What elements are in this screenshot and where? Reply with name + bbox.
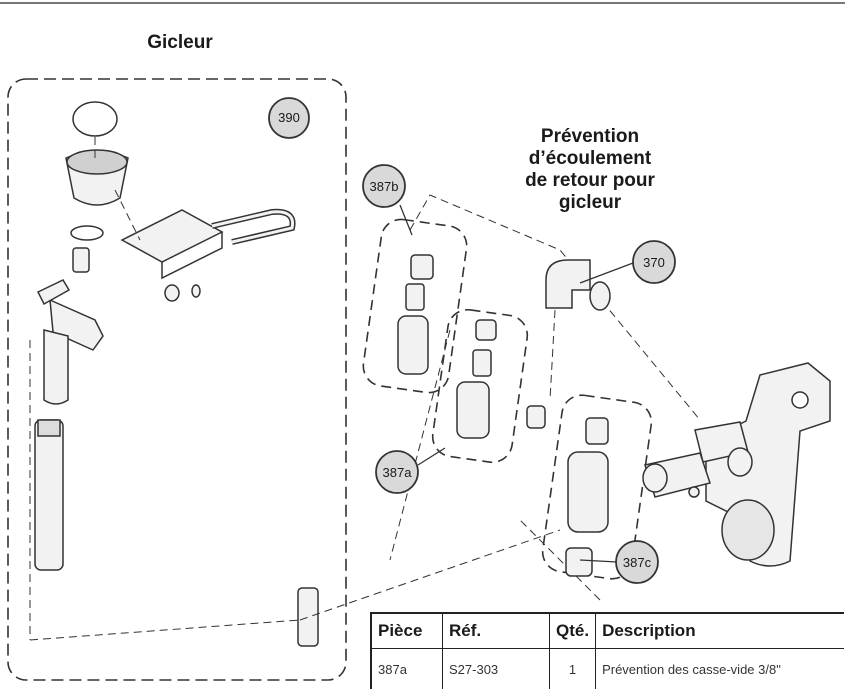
387c-valve [567,451,609,533]
parts-table-header-row: Pièce Réf. Qté. Description [370,612,845,649]
bottom-nipple [297,587,319,647]
prevention-alignment-lines [389,194,701,601]
prevention-title-line-3: de retour pour [525,170,655,191]
small-nipple [72,247,90,273]
387a-valve [456,381,490,439]
prevention-title: Prévention d’écoulement de retour pour g… [490,126,690,214]
tee-fitting-port [727,447,753,477]
riser-thread [37,419,61,437]
cell-description: Prévention des casse-vide 3/8" [595,648,845,689]
table-row: 387a S27-303 1 Prévention des casse-vide… [370,648,845,689]
callout-387a-label: 387a [383,465,413,480]
387b-nipple [405,283,425,311]
riser-pipe [34,419,64,571]
valve-pipe [43,329,69,405]
387a-nipple [472,349,492,377]
gicleur-assembly [34,101,319,647]
prevention-title-line-4: gicleur [558,192,622,213]
387b-valve [397,315,429,375]
header-description: Description [595,612,845,649]
387c-nut [585,417,609,445]
loose-nut [526,405,546,429]
valve-body [49,298,104,351]
callout-387b: 387b [362,164,406,208]
prevention-title-line-1: Prévention [540,126,640,147]
387b-nut [410,254,434,280]
gicleur-group-frame [7,78,347,681]
387c-bottom-nut [565,547,593,577]
spray-head-face [66,149,128,175]
group-387a-frame [431,308,529,464]
gicleur-alignment-lines [29,137,561,641]
387a-nut [475,319,497,341]
callout-370: 370 [632,240,676,284]
callout-387c: 387c [615,540,659,584]
shutoff-valve-end [642,463,668,493]
bracket-edge [161,232,223,280]
bracket-plate [120,209,224,263]
cap-disc [72,101,118,137]
cell-qte: 1 [548,648,597,689]
prevention-parts [397,254,831,577]
elbow-370 [545,259,591,309]
callout-390-label: 390 [278,110,300,125]
gicleur-title: Gicleur [147,32,213,53]
cell-piece: 387a [370,648,443,689]
parts-table: Pièce Réf. Qté. Description 387a S27-303… [370,612,845,689]
nut-1 [164,284,180,302]
callout-387c-label: 387c [623,555,652,570]
bracket-hole [791,391,809,409]
callout-leaders [399,204,634,563]
u-bolt-inner [211,210,295,244]
header-ref: Réf. [442,612,550,649]
prevention-title-line-2: d’écoulement [528,148,652,169]
header-piece: Pièce [370,612,443,649]
bracket-outlet [721,499,775,561]
elbow-370-end [589,281,611,311]
header-qte: Qté. [548,612,597,649]
callout-370-label: 370 [643,255,665,270]
callout-390: 390 [268,97,310,139]
nut-2 [191,284,201,298]
shutoff-valve-screw [688,486,700,498]
o-ring [70,225,104,241]
cell-ref: S27-303 [442,648,550,689]
callout-387b-label: 387b [370,179,399,194]
group-387b-frame [362,218,468,394]
valve-lever [36,279,71,306]
callout-387a: 387a [375,450,419,494]
